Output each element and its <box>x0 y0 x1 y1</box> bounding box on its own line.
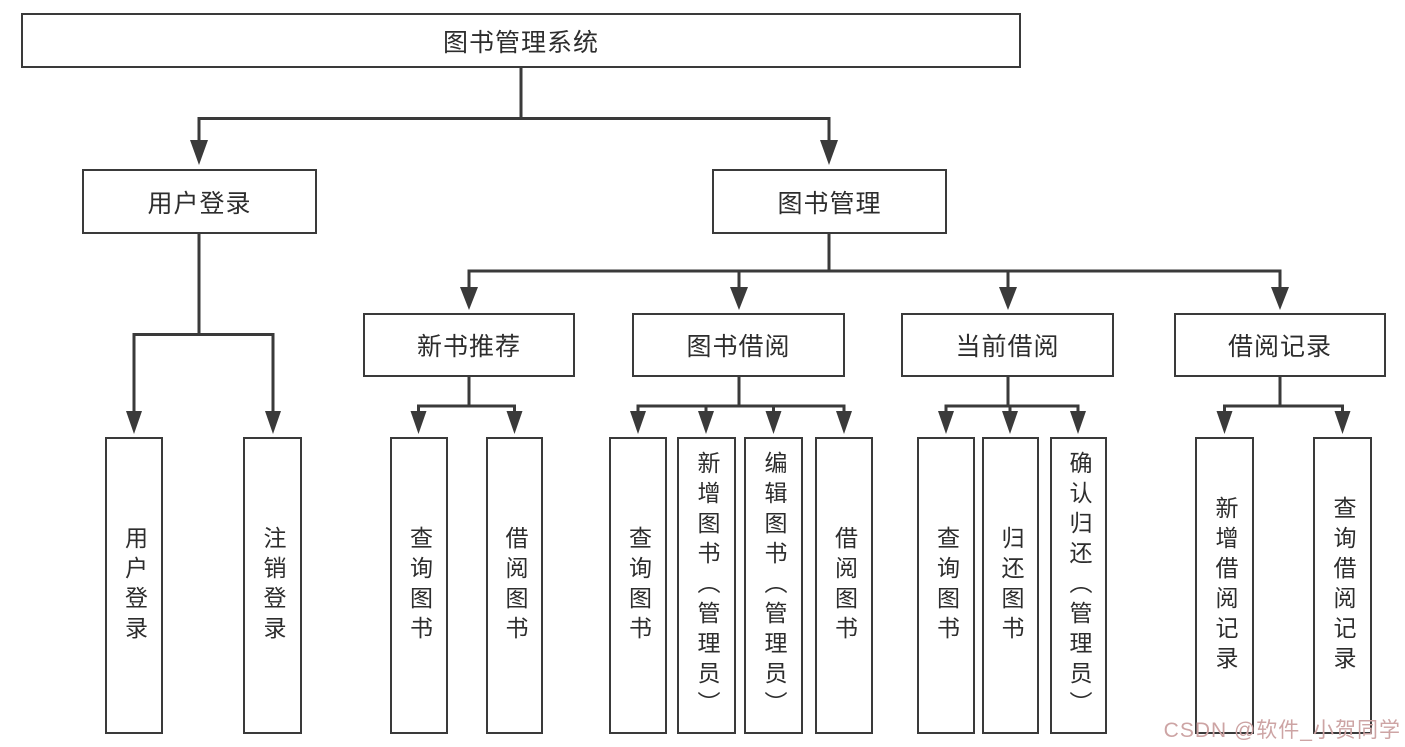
arrowhead-down-icon <box>410 411 427 434</box>
arrowhead-down-icon <box>836 411 852 434</box>
arrowhead-down-icon <box>1271 287 1289 310</box>
arrowhead-down-icon <box>126 411 142 434</box>
connector-path <box>132 234 275 412</box>
arrowhead-down-icon <box>730 287 748 310</box>
connector-path <box>197 68 831 142</box>
connector-path <box>417 377 516 412</box>
connector-root-to-level2 <box>190 68 838 165</box>
arrowhead-down-icon <box>1216 411 1233 434</box>
node-cb-query-book: 查询图书 <box>917 437 975 734</box>
node-bb-edit-book: 编辑图书（管理员） <box>744 437 803 734</box>
arrowhead-down-icon <box>1002 411 1018 434</box>
connector-path <box>944 377 1080 412</box>
connector-new-book-rec-children <box>410 377 523 434</box>
connector-path <box>467 233 1282 288</box>
node-root: 图书管理系统 <box>21 13 1021 68</box>
connector-book-mgmt-children <box>460 233 1289 310</box>
connector-current-borrow-children <box>938 377 1086 434</box>
node-user-login-leaf: 用户登录 <box>105 437 163 734</box>
connector-user-login-children <box>126 234 281 434</box>
arrowhead-down-icon <box>999 287 1017 310</box>
node-borrow-record: 借阅记录 <box>1174 313 1386 377</box>
node-rec-borrow-book: 借阅图书 <box>486 437 543 734</box>
arrowhead-down-icon <box>190 140 208 165</box>
connector-path <box>1223 377 1344 412</box>
node-new-book-rec: 新书推荐 <box>363 313 575 377</box>
arrowhead-down-icon <box>765 411 782 434</box>
connector-path <box>636 377 846 412</box>
arrowhead-down-icon <box>1334 411 1351 434</box>
node-br-query-record: 查询借阅记录 <box>1313 437 1372 734</box>
arrowhead-down-icon <box>630 411 646 434</box>
arrowhead-down-icon <box>460 287 478 310</box>
node-rec-query-book: 查询图书 <box>390 437 448 734</box>
csdn-watermark: CSDN @软件_小贺同学 <box>1163 719 1401 742</box>
node-bb-query-book: 查询图书 <box>609 437 667 734</box>
node-current-borrow: 当前借阅 <box>901 313 1114 377</box>
node-bb-add-book: 新增图书（管理员） <box>677 437 736 734</box>
node-cb-return-book: 归还图书 <box>982 437 1039 734</box>
node-book-borrow: 图书借阅 <box>632 313 845 377</box>
arrowhead-down-icon <box>506 411 523 434</box>
connector-borrow-record-children <box>1216 377 1351 434</box>
node-cb-confirm-return: 确认归还（管理员） <box>1050 437 1107 734</box>
arrowhead-down-icon <box>265 411 281 434</box>
node-book-mgmt: 图书管理 <box>712 169 947 234</box>
node-bb-borrow-book: 借阅图书 <box>815 437 873 734</box>
arrowhead-down-icon <box>938 411 954 434</box>
arrowhead-down-icon <box>698 411 714 434</box>
arrowhead-down-icon <box>820 140 838 165</box>
node-logout-leaf: 注销登录 <box>243 437 302 734</box>
node-user-login: 用户登录 <box>82 169 317 234</box>
arrowhead-down-icon <box>1070 411 1086 434</box>
connector-book-borrow-children <box>630 377 852 434</box>
node-br-add-record: 新增借阅记录 <box>1195 437 1254 734</box>
